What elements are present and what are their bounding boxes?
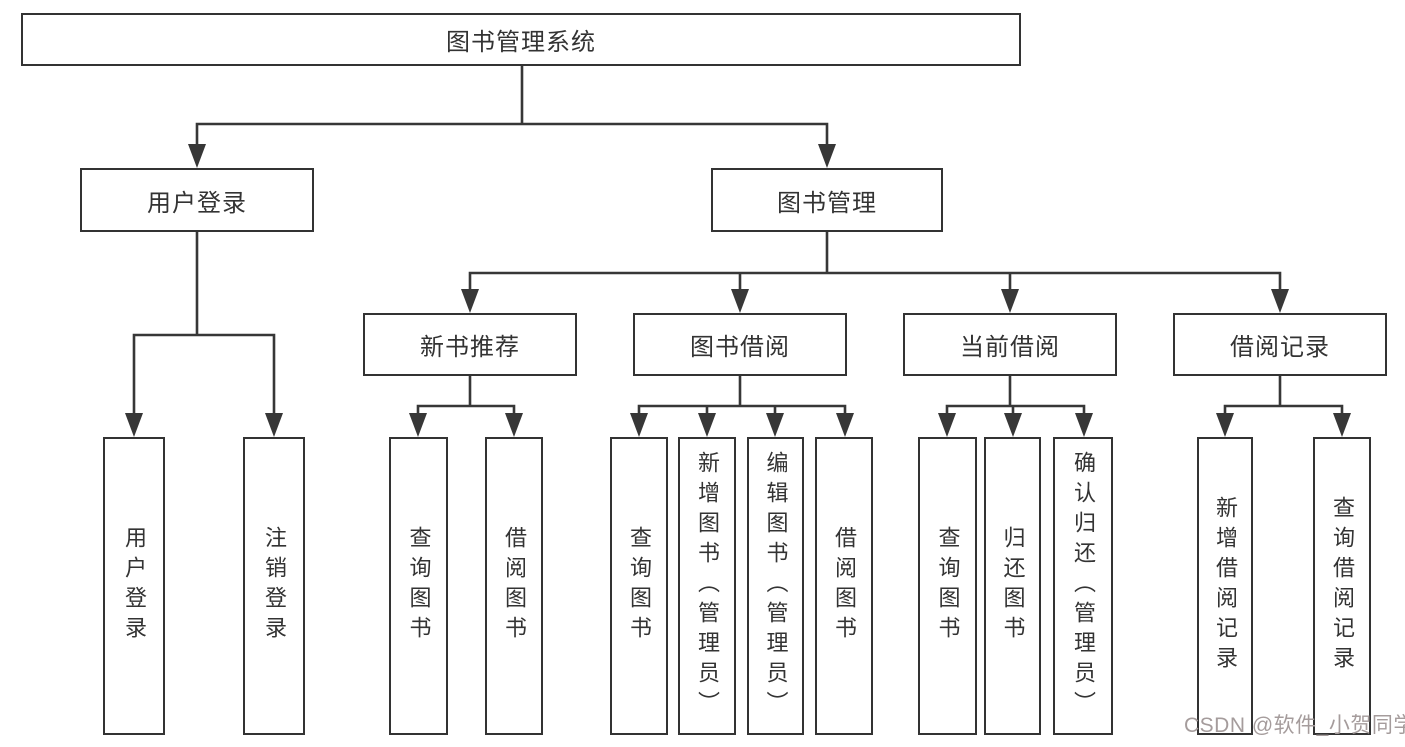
node-root: 图书管理系统 [21,13,1021,66]
node-leaf-logout: 注销登录 [243,437,305,735]
node-leaf-cb-query-books-label: 查询图书 [935,526,961,646]
arrowhead-icon [409,413,427,437]
node-book-management-label: 图书管理 [777,189,877,217]
node-leaf-bb-query-books-label: 查询图书 [627,526,652,646]
node-user-login-label: 用户登录 [147,189,247,217]
node-leaf-bb-edit-books-admin-label: 编辑图书（管理员） [763,451,789,721]
node-leaf-nb-borrow-books: 借阅图书 [485,437,543,735]
arrowhead-icon [731,289,749,313]
arrowheads [125,144,1351,437]
node-leaf-logout-label: 注销登录 [262,526,287,646]
connector-bookmgmt-to-level2 [468,230,1282,294]
node-leaf-cb-return-books-label: 归还图书 [1000,526,1026,646]
node-leaf-cb-return-books: 归还图书 [984,437,1041,735]
node-borrow-records-label: 借阅记录 [1230,334,1330,361]
arrowhead-icon [630,413,648,437]
node-leaf-bb-edit-books-admin: 编辑图书（管理员） [747,437,804,735]
node-leaf-br-query-record: 查询借阅记录 [1313,437,1371,735]
node-leaf-bb-query-books: 查询图书 [610,437,668,735]
node-leaf-cb-query-books: 查询图书 [918,437,977,735]
node-leaf-cb-confirm-return-admin: 确认归还（管理员） [1053,437,1113,735]
node-leaf-user-login-label: 用户登录 [122,526,147,646]
node-leaf-bb-add-books-admin: 新增图书（管理员） [678,437,736,735]
arrowhead-icon [938,413,956,437]
node-current-borrow: 当前借阅 [903,313,1117,376]
arrowhead-icon [505,413,523,437]
connector-userlogin-to-leaves [132,230,276,418]
arrowhead-icon [265,413,283,437]
arrowhead-icon [1271,289,1289,313]
arrowhead-icon [461,289,479,313]
node-book-management: 图书管理 [711,168,943,232]
node-leaf-bb-borrow-books: 借阅图书 [815,437,873,735]
node-leaf-nb-query-books-label: 查询图书 [406,526,432,646]
connector-bookborrow-to-leaves [637,374,847,418]
node-leaf-br-add-record-label: 新增借阅记录 [1213,496,1238,676]
arrowhead-icon [1333,413,1351,437]
node-leaf-user-login: 用户登录 [103,437,165,735]
node-root-label: 图书管理系统 [446,29,596,56]
node-current-borrow-label: 当前借阅 [960,334,1060,361]
node-leaf-bb-borrow-books-label: 借阅图书 [832,526,857,646]
node-borrow-records: 借阅记录 [1173,313,1387,376]
node-book-borrow: 图书借阅 [633,313,847,376]
connector-root-to-level1 [195,64,829,148]
node-book-borrow-label: 图书借阅 [690,334,790,361]
arrowhead-icon [698,413,716,437]
arrowhead-icon [1216,413,1234,437]
arrowhead-icon [188,144,206,168]
node-new-book-recommend: 新书推荐 [363,313,577,376]
node-user-login: 用户登录 [80,168,314,232]
arrowhead-icon [1004,413,1022,437]
arrowhead-icon [818,144,836,168]
node-leaf-nb-borrow-books-label: 借阅图书 [502,526,527,646]
csdn-watermark: CSDN @软件_小贺同学 [1184,714,1405,737]
arrowhead-icon [125,413,143,437]
arrowhead-icon [1075,413,1093,437]
arrowhead-icon [836,413,854,437]
connector-newbook-to-leaves [416,374,516,418]
arrowhead-icon [766,413,784,437]
node-leaf-br-add-record: 新增借阅记录 [1197,437,1253,735]
node-leaf-cb-confirm-return-admin-label: 确认归还（管理员） [1071,451,1096,721]
node-new-book-recommend-label: 新书推荐 [420,334,520,361]
connector-currentborrow-to-leaves [945,374,1086,418]
arrowhead-icon [1001,289,1019,313]
node-leaf-bb-add-books-admin-label: 新增图书（管理员） [695,451,720,721]
connector-records-to-leaves [1223,374,1344,418]
node-leaf-nb-query-books: 查询图书 [389,437,448,735]
node-leaf-br-query-record-label: 查询借阅记录 [1330,496,1355,676]
